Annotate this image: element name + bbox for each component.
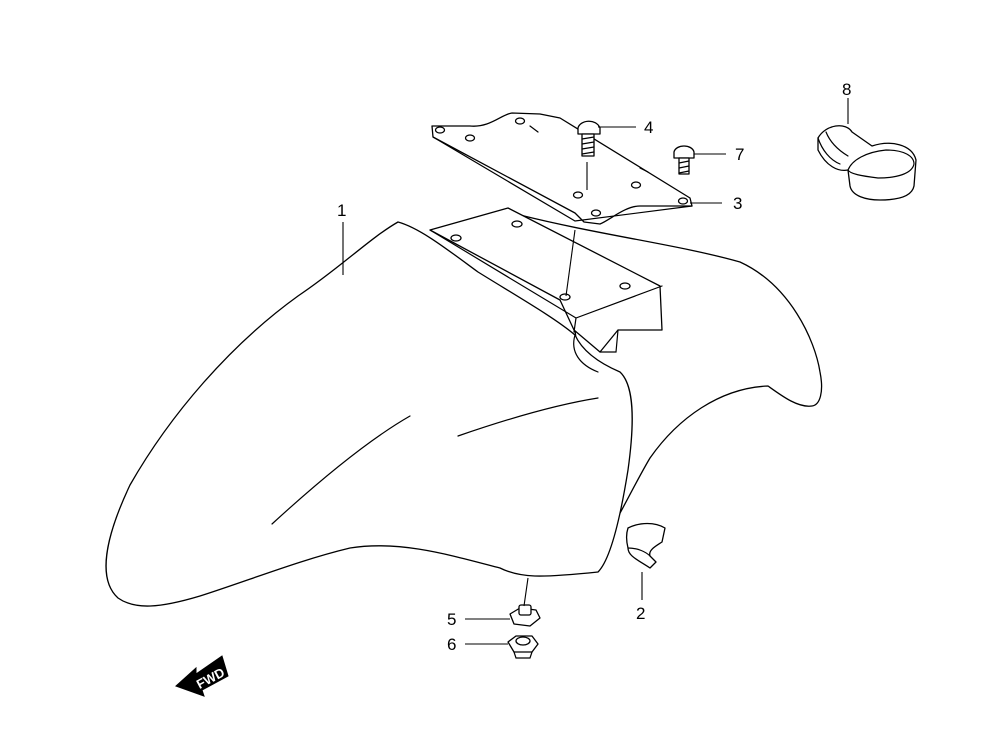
mounting-plate — [431, 112, 693, 225]
nut-part-5 — [509, 604, 541, 627]
callout-8: 8 — [842, 80, 851, 99]
callout-4: 4 — [644, 118, 653, 137]
callout-2: 2 — [636, 604, 645, 623]
clip-part-2 — [625, 522, 666, 569]
callout-labels: 1 2 3 4 5 6 7 8 — [337, 80, 851, 654]
callout-6: 6 — [447, 635, 456, 654]
nut-part-6 — [507, 635, 539, 659]
callout-1: 1 — [337, 201, 346, 220]
screw-part-4 — [577, 120, 601, 190]
fender-main-shell — [105, 221, 633, 607]
callout-5: 5 — [447, 610, 456, 629]
cable-grommet-part-8 — [817, 125, 917, 201]
fwd-label: FWD — [194, 665, 227, 692]
callout-3: 3 — [733, 194, 742, 213]
callout-7: 7 — [735, 145, 744, 164]
screw-part-7 — [673, 145, 695, 175]
forward-direction-arrow-icon: FWD — [175, 655, 229, 697]
leader-lines — [342, 98, 849, 645]
front-fender — [105, 207, 823, 607]
